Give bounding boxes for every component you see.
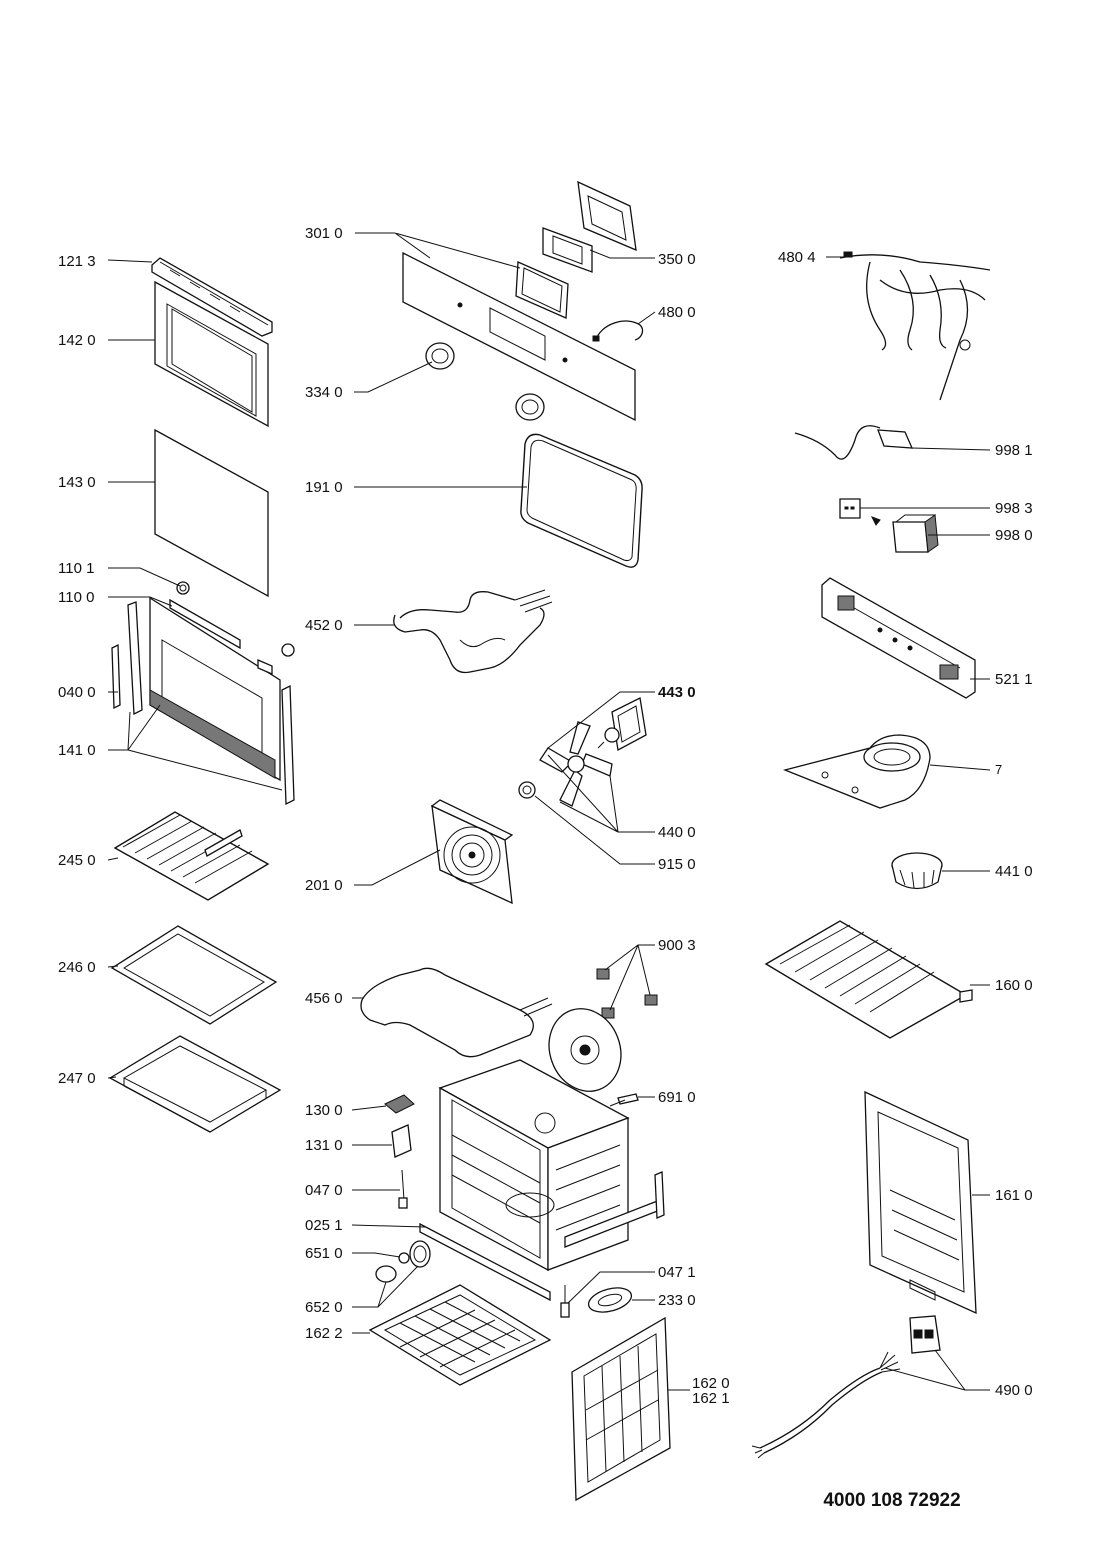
part-998-1-module-with-cable: [794, 425, 914, 460]
label-162-1: 162 1: [692, 1390, 730, 1407]
label-162-0: 162 0: [692, 1375, 730, 1392]
part-141-0-inner-door-frame: [111, 596, 295, 806]
label-443-0: 443 0: [658, 684, 696, 701]
label-521-1: 521 1: [995, 671, 1033, 688]
part-441-0-tangential-fan: [891, 852, 943, 890]
label-233-0: 233 0: [658, 1292, 696, 1309]
part-7-fan-housing: [782, 734, 931, 809]
part-labels: 121 3 142 0 143 0 110 1 110 0 040 0 141 …: [58, 225, 1033, 1407]
part-160-0-grill-rack: [764, 920, 973, 1039]
label-161-0: 161 0: [995, 1187, 1033, 1204]
part-025-1-trim-strip: [419, 1222, 551, 1302]
part-440-0-fan-blade: [539, 721, 613, 807]
label-047-0: 047 0: [305, 1182, 343, 1199]
label-480-0: 480 0: [658, 304, 696, 321]
label-452-0: 452 0: [305, 617, 343, 634]
label-651-0: 651 0: [305, 1245, 343, 1262]
label-246-0: 246 0: [58, 959, 96, 976]
label-047-1: 047 1: [658, 1264, 696, 1281]
label-121-3: 121 3: [58, 253, 96, 270]
label-162-2: 162 2: [305, 1325, 343, 1342]
label-998-3: 998 3: [995, 500, 1033, 517]
label-201-0: 201 0: [305, 877, 343, 894]
label-691-0: 691 0: [658, 1089, 696, 1106]
label-456-0: 456 0: [305, 990, 343, 1007]
label-131-0: 131 0: [305, 1137, 343, 1154]
label-900-3: 900 3: [658, 937, 696, 954]
leader-lines: [107, 232, 991, 1391]
label-141-0: 141 0: [58, 742, 96, 759]
label-040-0: 040 0: [58, 684, 96, 701]
label-441-0: 441 0: [995, 863, 1033, 880]
label-998-1: 998 1: [995, 442, 1033, 459]
part-201-0-fan-cover: [430, 799, 514, 905]
part-cavity-oven-box: [438, 1059, 665, 1272]
label-160-0: 160 0: [995, 977, 1033, 994]
part-047-1-sensor: [560, 1285, 570, 1318]
part-233-0-lamp-cover: [587, 1287, 633, 1313]
part-456-0-bottom-heating-element: [360, 967, 553, 1058]
label-480-4: 480 4: [778, 249, 816, 266]
document-number: 4000 108 72922: [823, 1490, 961, 1511]
label-7: 7: [995, 762, 1002, 777]
part-246-0-shallow-tray: [110, 925, 278, 1025]
label-350-0: 350 0: [658, 251, 696, 268]
part-301-0-control-panel: [402, 251, 636, 422]
label-301-0: 301 0: [305, 225, 343, 242]
part-162-0-162-1-side-insulation: [571, 1316, 671, 1502]
part-247-0-deep-tray: [108, 1035, 282, 1133]
label-025-1: 025 1: [305, 1217, 343, 1234]
part-998-0-memory-module: [870, 514, 939, 553]
label-143-0: 143 0: [58, 474, 96, 491]
part-191-0-door-seal: [520, 433, 643, 568]
label-110-0: 110 0: [58, 589, 94, 606]
part-480-4-wiring-harness: [839, 251, 991, 401]
part-121-3-door-top-trim: [151, 257, 273, 337]
part-143-0-inner-door-glass: [154, 428, 269, 598]
part-110-1-door-hinge-bushing: [176, 581, 190, 595]
part-998-3-label: [839, 498, 861, 519]
label-490-0: 490 0: [995, 1382, 1033, 1399]
label-440-0: 440 0: [658, 824, 696, 841]
label-142-0: 142 0: [58, 332, 96, 349]
part-162-2-bottom-insulation: [368, 1284, 552, 1386]
part-521-1-electronic-board: [821, 577, 976, 699]
label-334-0: 334 0: [305, 384, 343, 401]
part-452-0-top-heating-element: [393, 589, 553, 674]
label-652-0: 652 0: [305, 1299, 343, 1316]
part-334-0-knob: [425, 342, 545, 421]
label-247-0: 247 0: [58, 1070, 96, 1087]
part-245-0-wire-rack: [113, 811, 270, 901]
part-480-0-cable: [592, 320, 644, 342]
part-130-0-door-switch: [384, 1094, 415, 1114]
label-998-0: 998 0: [995, 527, 1033, 544]
part-900-3-clips: [596, 968, 658, 1019]
label-110-1: 110 1: [58, 560, 94, 577]
part-142-0-outer-door-glass: [154, 280, 269, 428]
part-047-0-sensor: [398, 1169, 408, 1209]
part-131-0-bracket: [391, 1124, 412, 1158]
part-915-0-fan-nut: [518, 781, 536, 799]
label-915-0: 915 0: [658, 856, 696, 873]
part-651-0-652-0-lamp: [375, 1240, 431, 1283]
part-691-0-fan-plate: [548, 1008, 639, 1107]
part-350-0-control-module-bracket: [542, 180, 637, 273]
part-161-0-rear-panel: [864, 1090, 977, 1315]
part-490-0-terminal-block-and-cable: [751, 1315, 941, 1459]
label-130-0: 130 0: [305, 1102, 343, 1119]
part-443-0-fan-motor: [597, 697, 647, 752]
label-191-0: 191 0: [305, 479, 343, 496]
label-245-0: 245 0: [58, 852, 96, 869]
